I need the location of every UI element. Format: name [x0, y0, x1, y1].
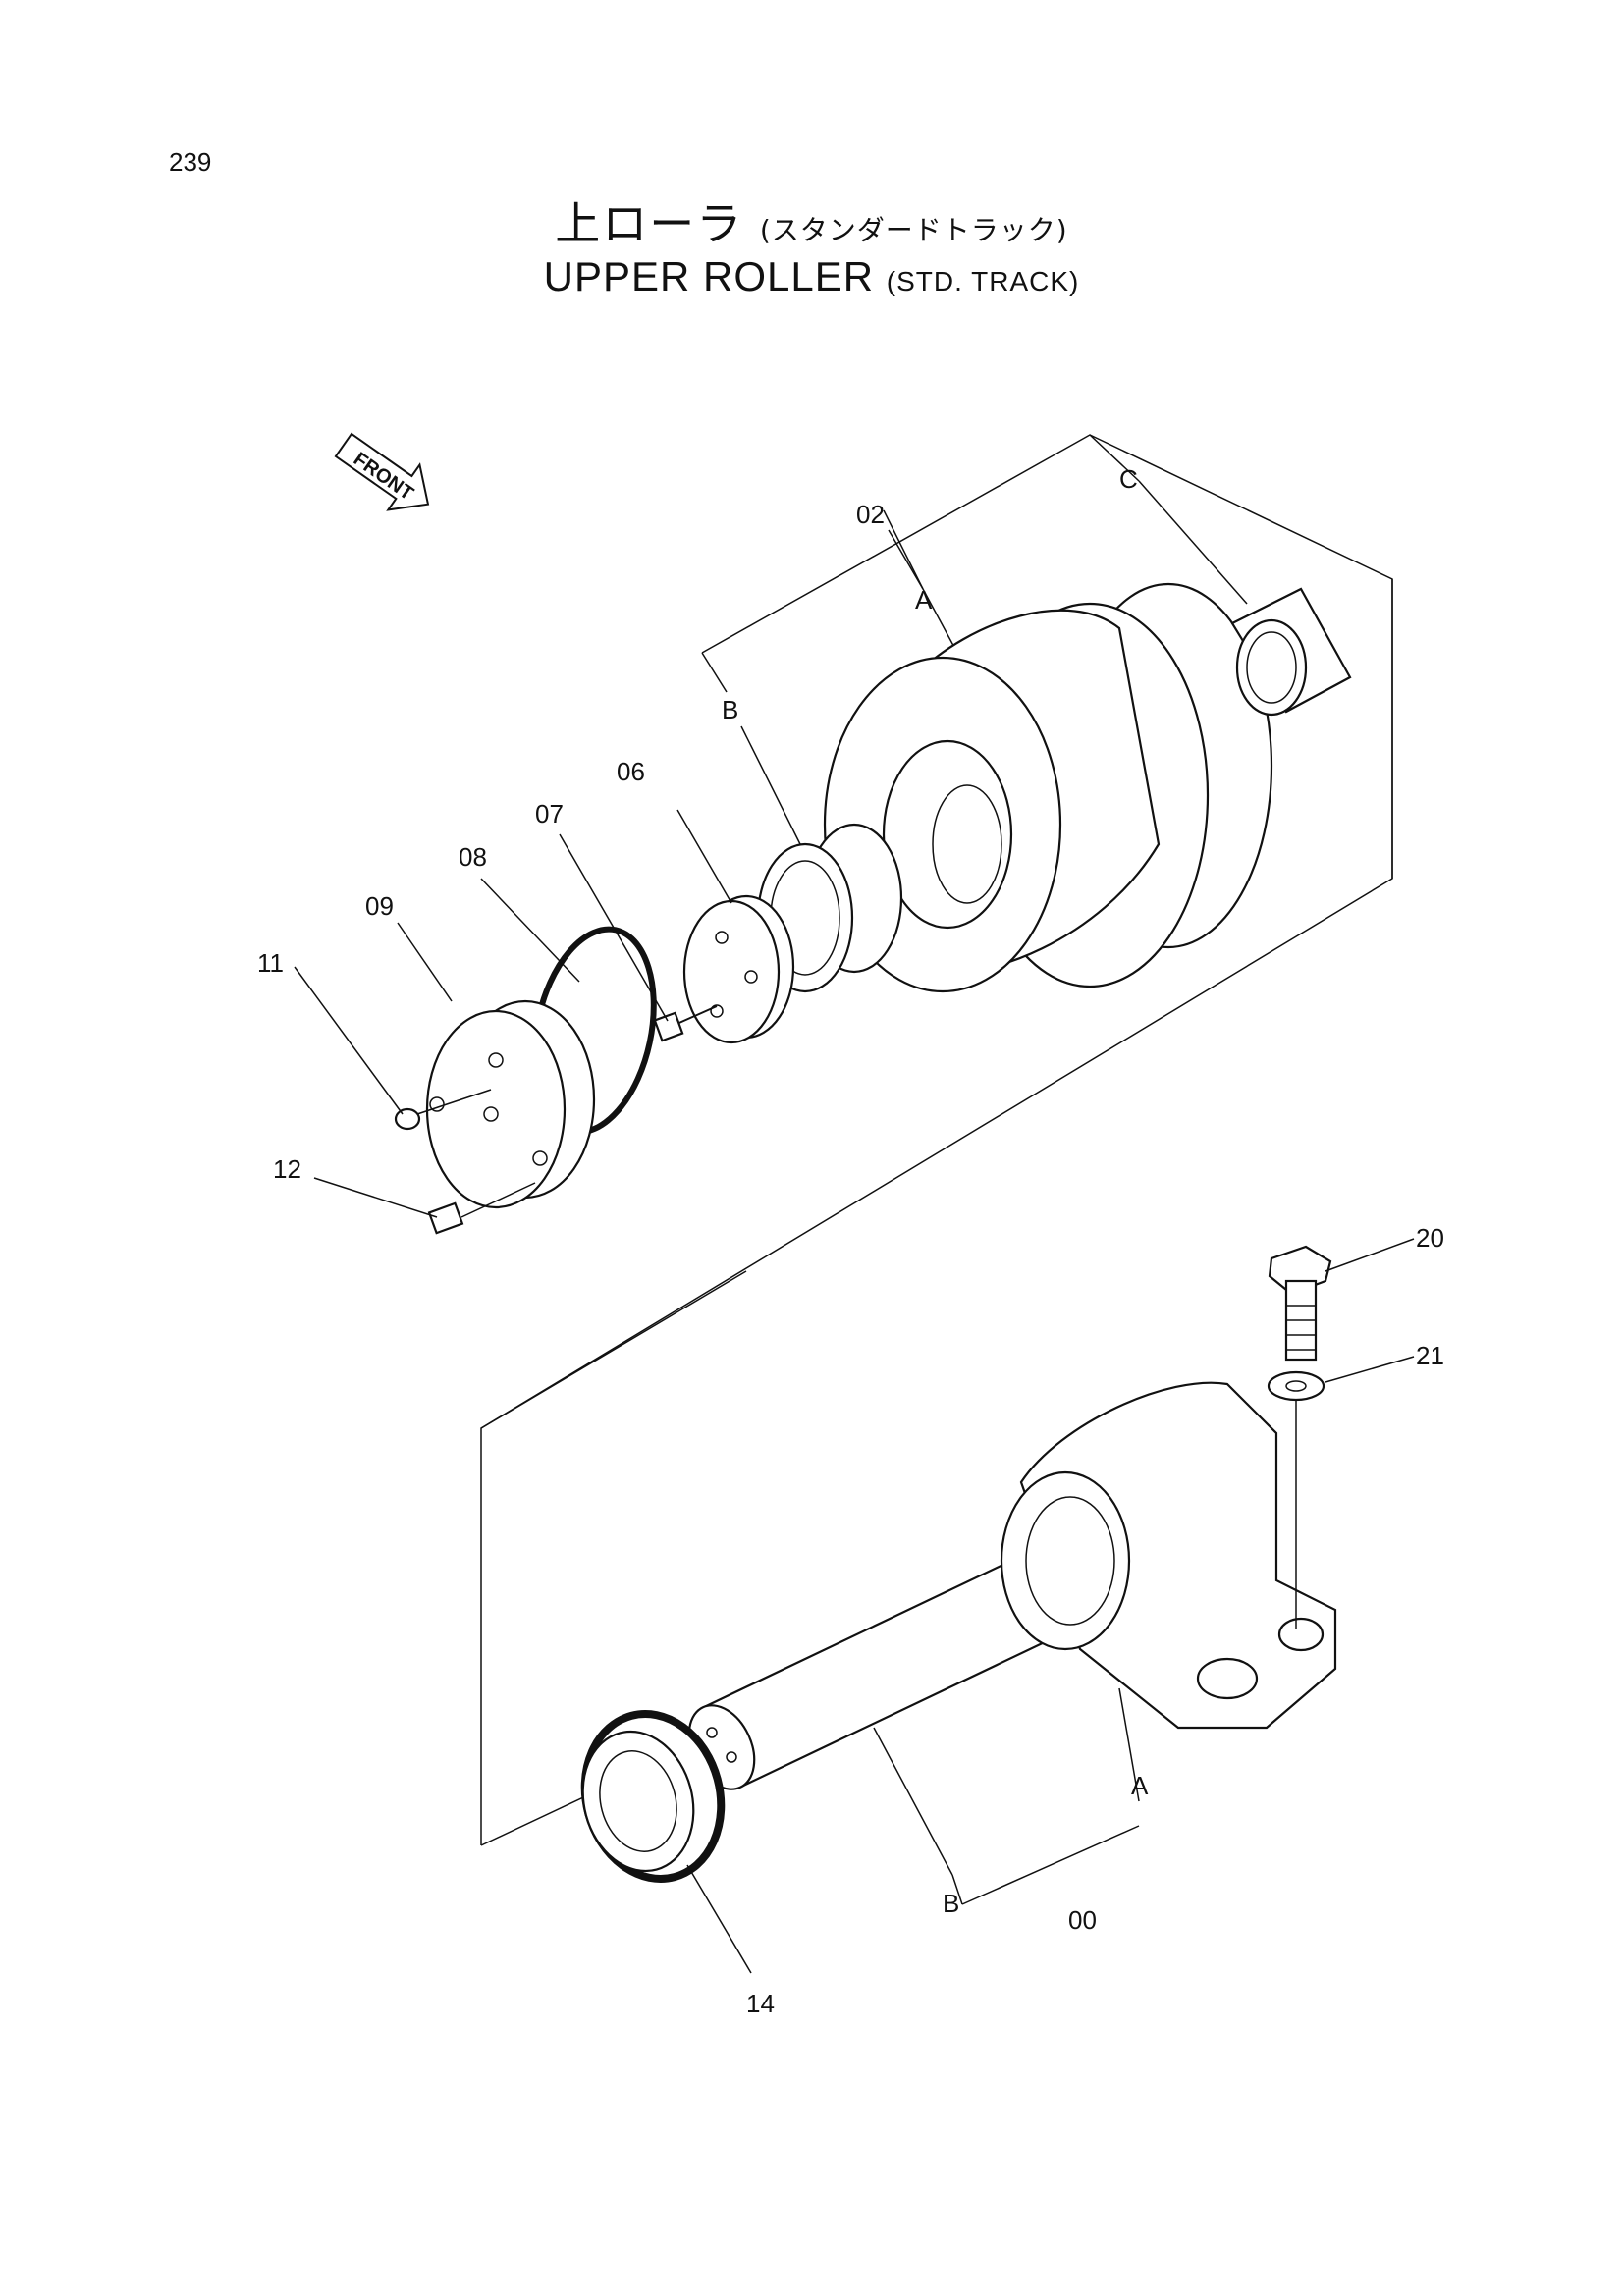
callout-b-bottom: B: [943, 1889, 959, 1918]
thrust-plate-06: [682, 894, 795, 1044]
roller-body: [823, 582, 1273, 993]
callout-08: 08: [459, 842, 487, 872]
callout-a-top: A: [915, 585, 933, 614]
callout-12: 12: [273, 1154, 301, 1184]
title-en-sub: (STD. TRACK): [886, 266, 1080, 296]
bracket-top: [701, 434, 1140, 654]
bolt-12: [427, 1182, 536, 1235]
title-japanese: 上ローラ (スタンダードトラック): [0, 188, 1623, 253]
callout-06: 06: [617, 757, 645, 786]
callout-a-bottom: A: [1131, 1771, 1149, 1800]
plug-11: [394, 1089, 492, 1131]
callout-09: 09: [365, 891, 394, 921]
title-en-main: UPPER ROLLER: [543, 253, 875, 299]
title-jp-main: 上ローラ: [555, 197, 744, 250]
seal-14: [580, 1710, 726, 1883]
bushing-c: [1230, 587, 1352, 717]
callout-c-top: C: [1119, 464, 1138, 494]
bracket-housing: [1000, 1381, 1337, 1730]
title-jp-sub: (スタンダードトラック): [759, 214, 1068, 246]
callout-b-top: B: [722, 695, 738, 724]
washer-21: [1267, 1370, 1325, 1629]
callout-21: 21: [1416, 1341, 1444, 1370]
callout-07: 07: [535, 799, 564, 828]
page-number: 239: [169, 147, 212, 177]
callout-14: 14: [746, 1989, 775, 2018]
front-arrow-icon: FRONT: [334, 432, 430, 511]
title-english: UPPER ROLLER (STD. TRACK): [0, 253, 1623, 300]
shaft: [687, 1559, 1053, 1790]
callout-00: 00: [1068, 1905, 1097, 1935]
bolt-20: [1268, 1245, 1332, 1362]
callout-02: 02: [856, 500, 885, 529]
callout-20: 20: [1416, 1223, 1444, 1253]
callout-11: 11: [257, 948, 284, 978]
cover-09: [425, 999, 596, 1209]
